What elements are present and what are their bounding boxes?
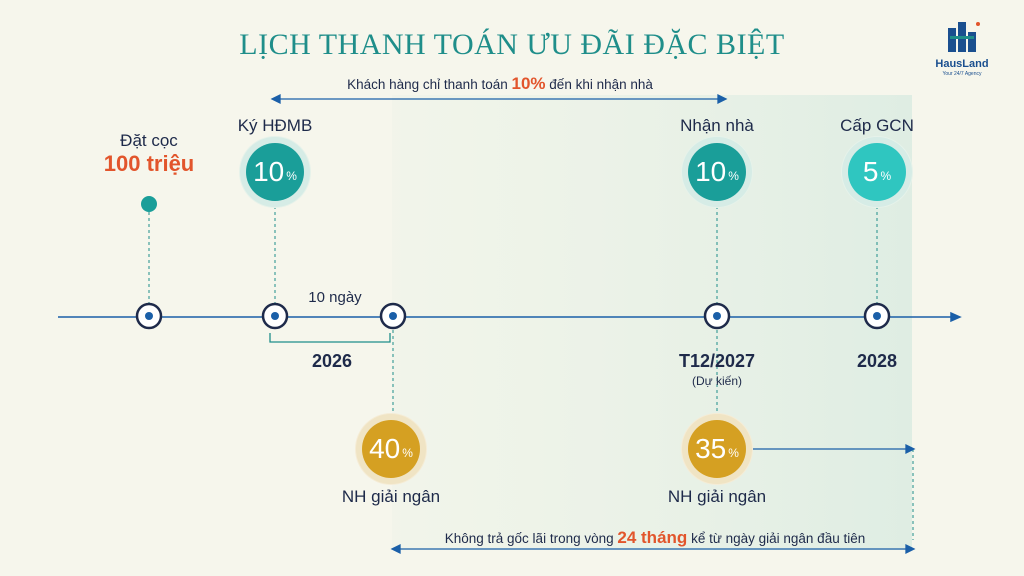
bank-second-percent-badge: 35%	[688, 420, 746, 478]
logo-tagline: Your 24/7 Agency	[942, 71, 982, 77]
sign-percent-badge: 10%	[246, 143, 304, 201]
sign-label: Ký HĐMB	[237, 116, 313, 135]
certificate-percent-unit: %	[880, 169, 892, 183]
node-deposit	[135, 302, 163, 330]
sign-percent-unit: %	[286, 169, 297, 183]
year-2026-bracket	[269, 333, 391, 343]
bottom-note-after: kể từ ngày giải ngân đầu tiên	[691, 531, 866, 546]
page-title: LỊCH THANH TOÁN ƯU ĐÃI ĐẶC BIỆT	[239, 28, 785, 61]
bank-first-label: NH giải ngân	[341, 487, 441, 506]
deposit-dot	[141, 196, 157, 212]
year-t12-2027-note: (Dự kiến)	[691, 374, 743, 388]
handover-percent-badge: 10%	[688, 143, 746, 201]
bottom-range-arrow	[390, 543, 916, 555]
certificate-percent-badge: 5%	[848, 143, 906, 201]
certificate-percent-value: 5	[862, 156, 879, 187]
main-timeline	[58, 311, 962, 323]
bottom-note-highlight: 24 tháng	[617, 528, 688, 547]
year-2028: 2028	[856, 351, 898, 371]
year-2026: 2026	[311, 351, 353, 371]
bank-second-label: NH giải ngân	[667, 487, 767, 506]
deposit-amount: 100 triệu	[103, 151, 195, 176]
bank-first-percent-badge: 40%	[362, 420, 420, 478]
handover-percent-value: 10	[695, 156, 727, 187]
bank-second-unit: %	[728, 446, 739, 460]
top-range-arrow	[270, 93, 728, 105]
bank-second-value: 35	[695, 433, 727, 464]
top-note-after: đến khi nhận nhà	[549, 77, 653, 92]
deposit-label: Đặt cọc	[120, 131, 178, 150]
certificate-label: Cấp GCN	[840, 116, 914, 135]
logo-name: HausLand	[935, 58, 989, 70]
handover-label: Nhận nhà	[680, 116, 754, 135]
timeline-nodes	[135, 302, 891, 330]
node-certificate	[863, 302, 891, 330]
bank-first-unit: %	[402, 446, 413, 460]
sign-percent-value: 10	[253, 156, 285, 187]
top-note-highlight: 10%	[511, 74, 546, 93]
top-note-before: Khách hàng chỉ thanh toán	[347, 77, 508, 92]
node-handover	[703, 302, 731, 330]
building-icon	[948, 22, 980, 52]
handover-percent-unit: %	[728, 169, 739, 183]
node-10-days	[379, 302, 407, 330]
bottom-note: Không trả gốc lãi trong vòng 24 tháng kể…	[400, 528, 910, 548]
interval-label: 10 ngày	[308, 289, 362, 306]
bottom-note-before: Không trả gốc lãi trong vòng	[444, 531, 614, 546]
node-sign	[261, 302, 289, 330]
top-note: Khách hàng chỉ thanh toán 10% đến khi nh…	[280, 74, 720, 94]
bank-disbursement-arrow	[752, 443, 916, 455]
bank-first-value: 40	[369, 433, 401, 464]
dashed-connectors	[148, 200, 914, 540]
hausland-logo: HausLand Your 24/7 Agency	[922, 18, 1002, 78]
highlight-panel	[392, 95, 912, 550]
year-t12-2027: T12/2027	[678, 351, 756, 371]
